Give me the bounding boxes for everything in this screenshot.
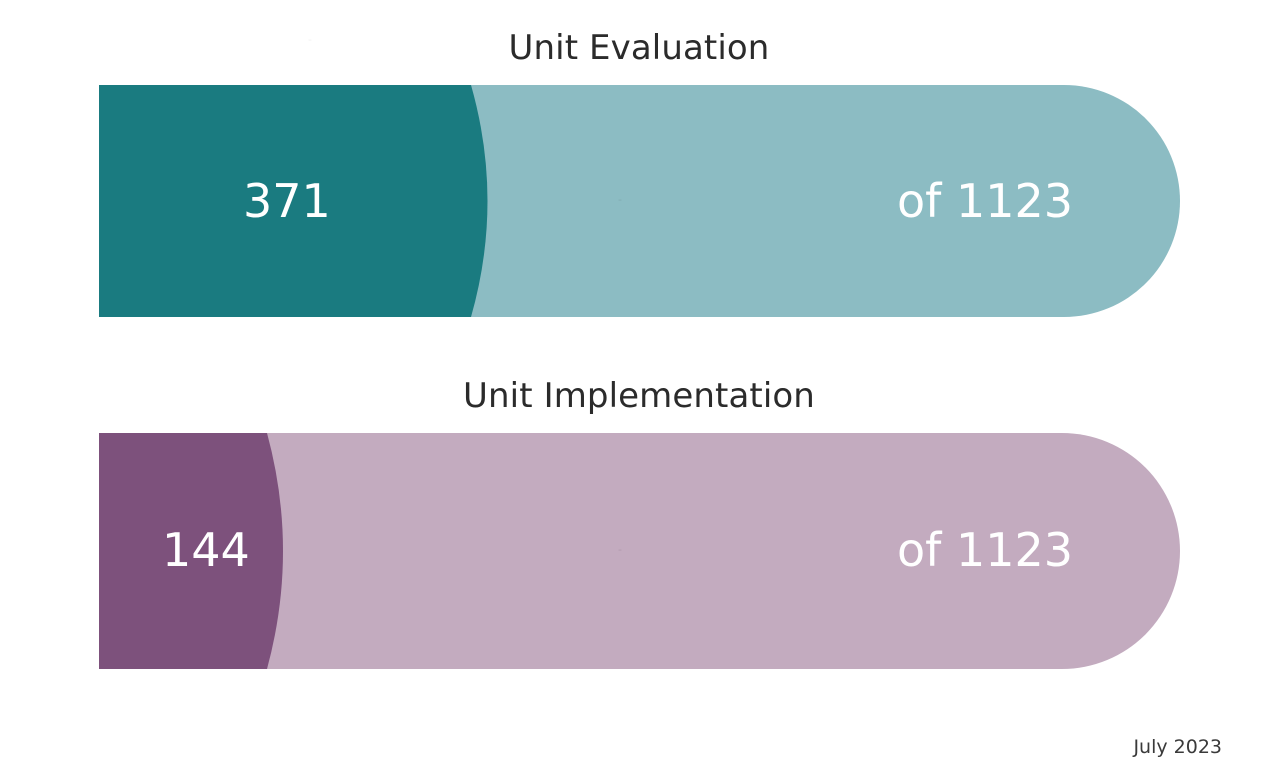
progress-total-label-unit-evaluation: of 1123	[897, 174, 1074, 228]
progress-bar-unit-evaluation	[99, 85, 1180, 317]
progress-total-label-unit-implementation: of 1123	[897, 523, 1074, 577]
progress-value-label-unit-evaluation: 371	[243, 174, 331, 228]
fill-shape-unit-implementation	[99, 433, 283, 669]
panel-title-unit-implementation: Unit Implementation	[463, 376, 815, 416]
footer-date-label: July 2023	[1133, 736, 1222, 758]
progress-bar-unit-evaluation-graphic	[99, 85, 1180, 317]
progress-bar-unit-implementation	[99, 433, 1180, 669]
fill-shape-unit-evaluation	[99, 85, 488, 317]
progress-bar-unit-implementation-graphic	[99, 433, 1180, 669]
track-shape-unit-implementation	[99, 433, 1180, 669]
faint-mark-unit-evaluation: -	[618, 193, 623, 206]
faint-mark-unit-implementation: -	[618, 543, 623, 556]
progress-value-label-unit-implementation: 144	[162, 523, 250, 577]
panel-title-unit-evaluation: Unit Evaluation	[508, 28, 770, 68]
faint-top-mark: -	[308, 33, 313, 46]
